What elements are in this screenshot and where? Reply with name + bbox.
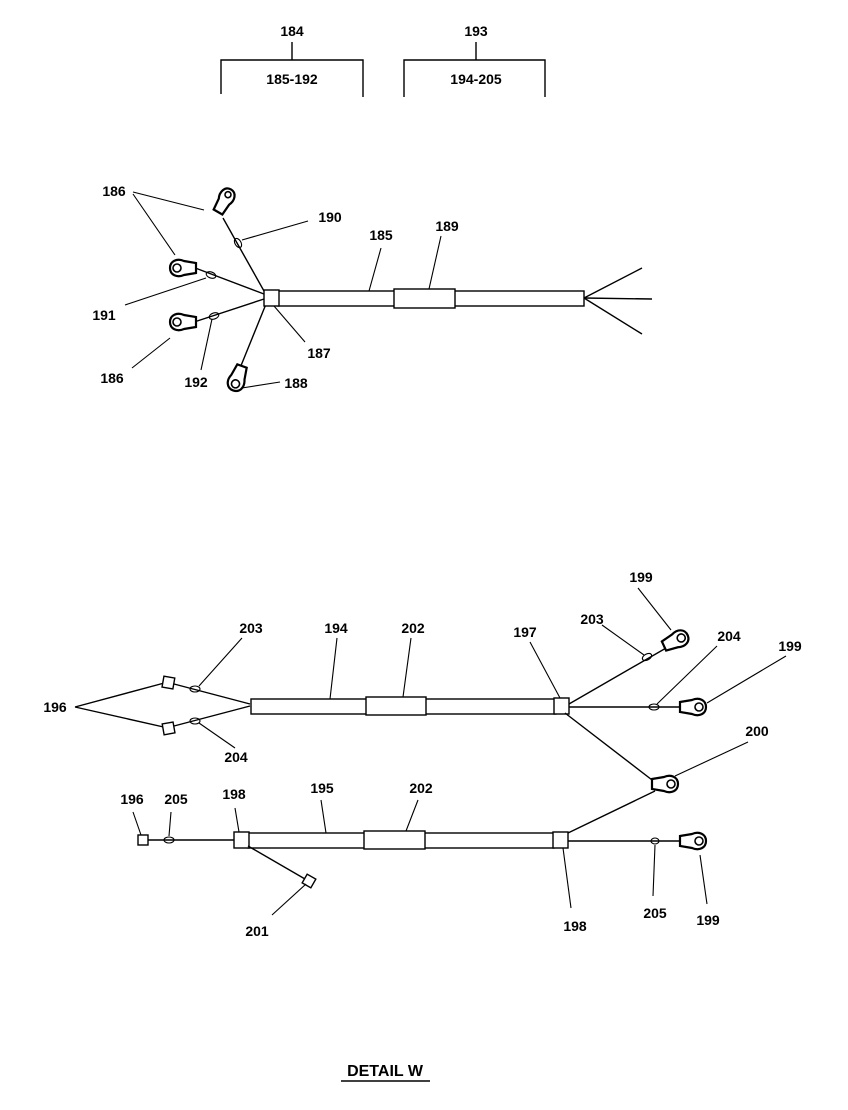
callout-186: 186: [100, 370, 124, 386]
callout-198: 198: [222, 786, 246, 802]
group-bracket-184: 184 185-192: [220, 23, 364, 97]
callout-198: 198: [563, 918, 587, 934]
callout-196: 196: [43, 699, 67, 715]
callout-192: 192: [184, 374, 208, 390]
sleeve-204: [648, 703, 660, 711]
connector-196: [161, 675, 176, 690]
callout-187: 187: [307, 345, 331, 361]
callout-200: 200: [745, 723, 769, 739]
harness-194: 199 203 194 202 197 203 204 199 196 204 …: [43, 569, 802, 794]
sleeve-205: [650, 837, 660, 845]
callout-203: 203: [580, 611, 604, 627]
sleeve-204: [189, 717, 201, 725]
callout-195: 195: [310, 780, 334, 796]
harness-195: 196 205 198 195 202 201 198 205 199: [120, 780, 720, 939]
callout-203: 203: [239, 620, 263, 636]
callout-199: 199: [696, 912, 720, 928]
callout-196: 196: [120, 791, 144, 807]
connector-196: [161, 721, 176, 736]
sleeve-192: [208, 312, 220, 320]
lug-terminal-icon: [168, 258, 198, 278]
callout-199: 199: [629, 569, 653, 585]
lug-terminal-icon: [168, 312, 198, 332]
callout-190: 190: [318, 209, 342, 225]
callout-199: 199: [778, 638, 802, 654]
sleeve-205: [163, 836, 175, 844]
callout-205: 205: [164, 791, 188, 807]
sleeve-190: [233, 237, 243, 249]
callout-201: 201: [245, 923, 269, 939]
group-label-193: 193: [464, 23, 488, 39]
lug-terminal-icon: [660, 629, 690, 652]
callout-204: 204: [717, 628, 741, 644]
callout-194: 194: [324, 620, 348, 636]
callout-189: 189: [435, 218, 459, 234]
group-range-193: 194-205: [450, 71, 502, 87]
lug-terminal-icon: [650, 774, 680, 794]
callout-188: 188: [284, 375, 308, 391]
sleeve-203: [189, 685, 201, 693]
callout-191: 191: [92, 307, 116, 323]
lug-terminal-icon: [678, 831, 708, 851]
sleeve-191: [205, 271, 217, 279]
callout-197: 197: [513, 624, 537, 640]
sleeve-203: [641, 652, 653, 662]
group-bracket-193: 193 194-205: [403, 23, 546, 97]
group-label-184: 184: [280, 23, 304, 39]
group-range-184: 185-192: [266, 71, 318, 87]
harness-184: 186 190 185 189 191 187 186 192 188: [92, 183, 653, 393]
lug-terminal-icon: [678, 697, 708, 717]
callout-202: 202: [409, 780, 433, 796]
callout-205: 205: [643, 905, 667, 921]
callout-185: 185: [369, 227, 393, 243]
callout-204: 204: [224, 749, 248, 765]
callout-186: 186: [102, 183, 126, 199]
connector-196: [137, 834, 149, 846]
detail-caption: DETAIL W: [347, 1063, 424, 1080]
lug-terminal-icon: [212, 187, 236, 216]
callout-202: 202: [401, 620, 425, 636]
lug-terminal-icon: [226, 362, 248, 393]
